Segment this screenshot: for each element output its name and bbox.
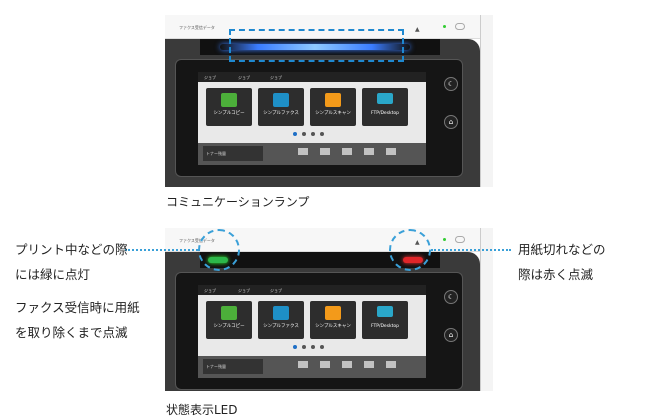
tile-simple-scan[interactable]: シンプルスキャン <box>310 301 356 339</box>
dock-icon[interactable] <box>320 361 330 368</box>
monitor-icon <box>377 93 393 104</box>
toner-level: トナー残量 <box>203 359 263 374</box>
dock-icon[interactable] <box>320 148 330 155</box>
power-button[interactable] <box>455 23 465 30</box>
power-button[interactable] <box>455 236 465 243</box>
top-label: ファクス受信データ <box>179 25 215 30</box>
green-led-note: プリント中などの際 には緑に点灯 ファクス受信時に用紙 を取り除くまで点滅 <box>15 237 140 345</box>
device-side <box>480 228 493 391</box>
scan-icon <box>325 93 341 107</box>
status-tab[interactable]: ジョブ <box>238 75 250 80</box>
dock-icon[interactable] <box>386 148 396 155</box>
device-top-strip: ファクス受信データ ▲ <box>165 15 493 39</box>
tile-label: シンプルコピー <box>213 111 245 116</box>
note-line: を取り除くまで点滅 <box>15 325 128 340</box>
screen: ジョブ ジョブ ジョブ シンプルコピー シンプルファクス シンプルスキャン FT… <box>198 72 426 165</box>
status-tab[interactable]: ジョブ <box>270 288 282 293</box>
note-line: には緑に点灯 <box>15 267 91 282</box>
device-body: ジョブ ジョブ ジョブ シンプルコピー シンプルファクス シンプルスキャン FT… <box>165 39 480 187</box>
dock-icon[interactable] <box>364 361 374 368</box>
status-led-icon <box>443 25 446 28</box>
status-tab[interactable]: ジョブ <box>204 75 216 80</box>
device-side <box>480 15 493 187</box>
note-line: プリント中などの際 <box>15 242 128 257</box>
tile-label: シンプルファクス <box>263 111 299 116</box>
home-button[interactable]: ⌂ <box>444 115 458 129</box>
note-line: 用紙切れなどの <box>518 242 606 257</box>
sleep-button[interactable]: ☾ <box>444 290 458 304</box>
settings-icon[interactable] <box>342 361 352 368</box>
status-tab[interactable]: ジョブ <box>238 288 250 293</box>
communication-lamp <box>220 44 410 50</box>
tile-label: シンプルスキャン <box>315 324 351 329</box>
red-led-note: 用紙切れなどの 際は赤く点滅 <box>518 237 606 287</box>
status-bar: ジョブ ジョブ ジョブ <box>198 72 426 82</box>
device-communication-lamp: ファクス受信データ ▲ ジョブ ジョブ ジョブ シンプルコピー シンプルファクス… <box>165 15 493 187</box>
tile-ftp-desktop[interactable]: FTP/Desktop <box>362 301 408 339</box>
top-label: ファクス受信データ <box>179 238 215 243</box>
dock: トナー残量 <box>198 356 426 378</box>
tile-label: シンプルコピー <box>213 324 245 329</box>
tile-simple-fax[interactable]: シンプルファクス <box>258 301 304 339</box>
dock-icon[interactable] <box>386 361 396 368</box>
status-tab[interactable]: ジョブ <box>270 75 282 80</box>
status-bar: ジョブ ジョブ ジョブ <box>198 285 426 295</box>
touch-panel: ジョブ ジョブ ジョブ シンプルコピー シンプルファクス シンプルスキャン FT… <box>175 59 463 177</box>
dock-icon[interactable] <box>298 148 308 155</box>
page-indicator[interactable] <box>293 345 324 349</box>
note-line: 際は赤く点滅 <box>518 267 594 282</box>
dock: トナー残量 <box>198 143 426 165</box>
device-body: ジョブ ジョブ ジョブ シンプルコピー シンプルファクス シンプルスキャン FT… <box>165 252 480 391</box>
tile-simple-copy[interactable]: シンプルコピー <box>206 88 252 126</box>
dock-icon[interactable] <box>298 361 308 368</box>
monitor-icon <box>377 306 393 317</box>
copy-icon <box>221 93 237 107</box>
green-led-highlight <box>198 229 240 271</box>
leader-line-right <box>431 249 511 251</box>
touch-panel: ジョブ ジョブ ジョブ シンプルコピー シンプルファクス シンプルスキャン FT… <box>175 272 463 390</box>
status-tab[interactable]: ジョブ <box>204 288 216 293</box>
status-led-icon <box>443 238 446 241</box>
red-led-highlight <box>389 229 431 271</box>
scan-icon <box>325 306 341 320</box>
copy-icon <box>221 306 237 320</box>
settings-icon[interactable] <box>342 148 352 155</box>
home-button[interactable]: ⌂ <box>444 328 458 342</box>
screen: ジョブ ジョブ ジョブ シンプルコピー シンプルファクス シンプルスキャン FT… <box>198 285 426 378</box>
tile-simple-copy[interactable]: シンプルコピー <box>206 301 252 339</box>
lamp-highlight <box>229 29 404 62</box>
tile-label: FTP/Desktop <box>370 111 400 116</box>
caption-status-led: 状態表示LED <box>166 403 238 417</box>
tile-simple-scan[interactable]: シンプルスキャン <box>310 88 356 126</box>
caption-communication-lamp: コミュニケーションランプ <box>166 195 310 209</box>
fax-icon <box>273 306 289 320</box>
led-bar <box>200 39 440 55</box>
tile-ftp-desktop[interactable]: FTP/Desktop <box>362 88 408 126</box>
sleep-button[interactable]: ☾ <box>444 77 458 91</box>
leader-line-left <box>125 249 198 251</box>
warning-triangle-icon: ▲ <box>415 26 420 33</box>
tile-label: シンプルスキャン <box>315 111 351 116</box>
tile-simple-fax[interactable]: シンプルファクス <box>258 88 304 126</box>
tile-label: シンプルファクス <box>263 324 299 329</box>
toner-level: トナー残量 <box>203 146 263 161</box>
note-line: ファクス受信時に用紙 <box>15 300 140 315</box>
dock-icon[interactable] <box>364 148 374 155</box>
page-indicator[interactable] <box>293 132 324 136</box>
tile-label: FTP/Desktop <box>370 324 400 329</box>
fax-icon <box>273 93 289 107</box>
